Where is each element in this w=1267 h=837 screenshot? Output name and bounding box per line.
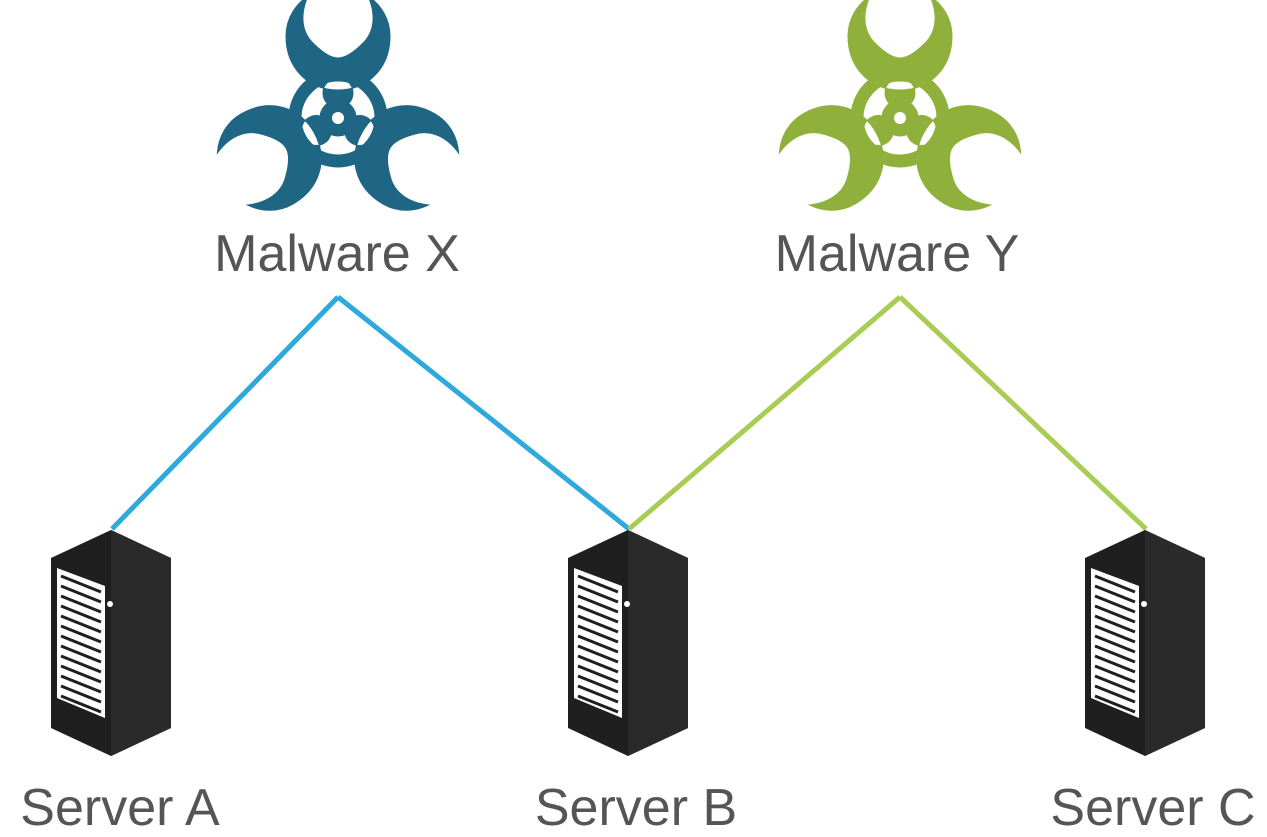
server-rack-icon-c — [1083, 528, 1207, 758]
biohazard-icon-malware-y — [768, 0, 1031, 224]
biohazard-icon-malware-x — [206, 0, 469, 224]
server-a-label: Server A — [20, 779, 220, 837]
link-malware-y-server-c — [898, 295, 1148, 531]
server-b-label: Server B — [534, 779, 738, 837]
malware-y-label: Malware Y — [774, 225, 1020, 283]
link-malware-x-server-a — [110, 295, 340, 531]
server-c-label: Server C — [1050, 779, 1256, 837]
server-rack-icon-a — [49, 528, 173, 758]
link-malware-x-server-b — [336, 295, 631, 531]
malware-x-label: Malware X — [214, 225, 460, 283]
link-malware-y-server-b — [627, 295, 902, 531]
server-rack-icon-b — [566, 528, 690, 758]
